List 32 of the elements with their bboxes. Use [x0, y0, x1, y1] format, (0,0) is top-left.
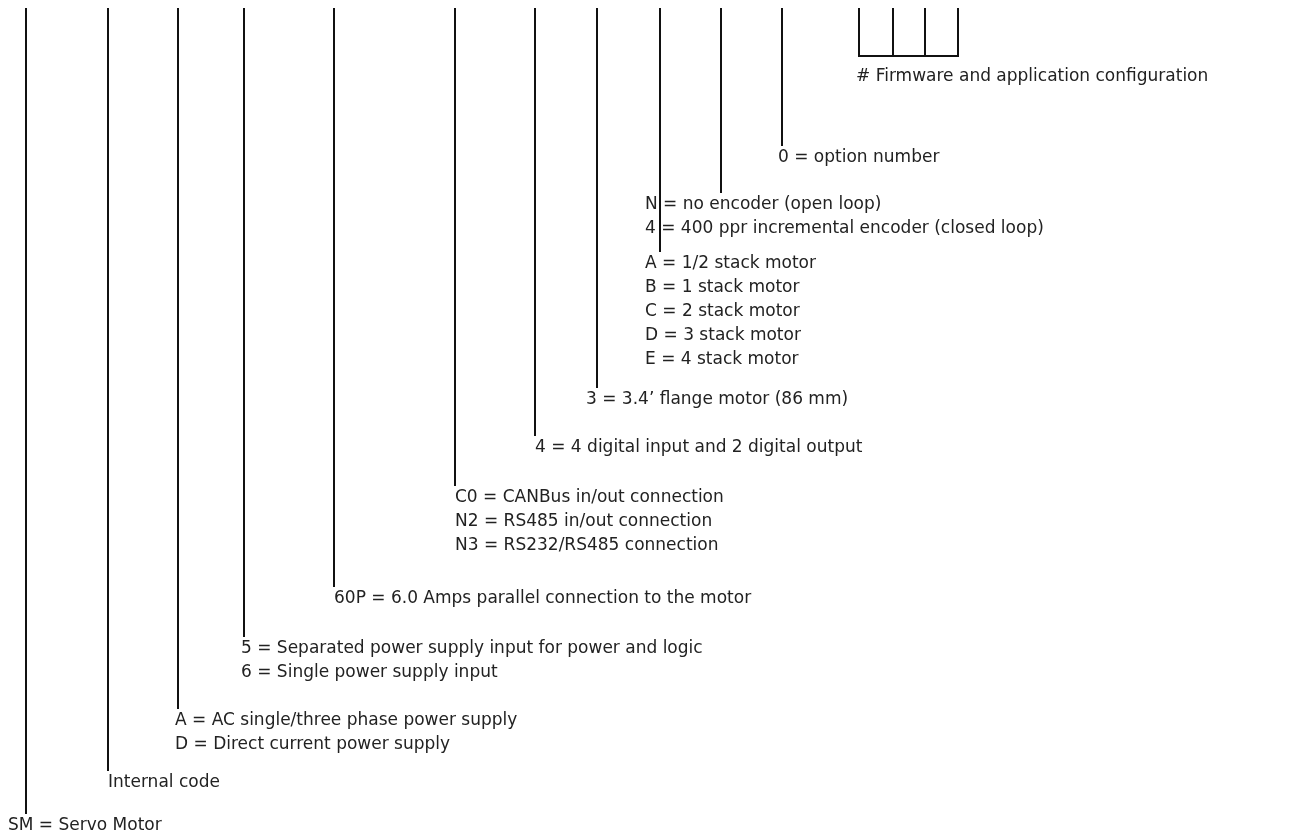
option-text: N2 = RS485 in/out connection	[455, 509, 714, 532]
option-text: D = Direct current power supply	[175, 732, 452, 755]
option-text: A = AC single/three phase power supply	[175, 708, 518, 731]
code-description: 3 = 3.4’ flange motor (86 mm)	[586, 386, 849, 410]
option-text: 5 = Separated power supply input for power and logic	[241, 636, 703, 659]
leader-line	[243, 7, 245, 638]
leader-line	[659, 7, 661, 253]
option-text: D = 3 stack motor	[645, 323, 802, 346]
code-description: Internal code	[108, 769, 220, 793]
option-text: B = 1 stack motor	[645, 275, 801, 298]
leader-line	[25, 7, 27, 815]
option-text: N3 = RS232/RS485 connection	[455, 533, 720, 556]
code-description: 60P = 6.0 Amps parallel connection to the motor	[334, 585, 752, 609]
code-description: 4 = 4 digital input and 2 digital output	[535, 434, 863, 458]
option-text: A = 1/2 stack motor	[645, 251, 816, 274]
code-description: SM = Servo Motor	[8, 812, 162, 834]
option-text: C0 = CANBus in/out connection	[455, 485, 724, 508]
leader-line	[107, 7, 109, 772]
code-description: 0 = option number	[778, 144, 940, 168]
leader-line	[720, 7, 722, 194]
leader-line	[781, 7, 783, 147]
leader-line	[596, 7, 598, 389]
leader-line	[333, 7, 335, 588]
option-text: E = 4 stack motor	[645, 347, 800, 370]
option-text: 6 = Single power supply input	[241, 660, 499, 683]
option-text: N = no encoder (open loop)	[645, 192, 883, 215]
option-text: C = 2 stack motor	[645, 299, 801, 322]
leader-line	[177, 7, 179, 710]
option-text: 4 = 400 ppr incremental encoder (closed loop)	[645, 216, 1044, 239]
leader-line	[454, 7, 456, 487]
note-text: # Firmware and application configuration	[856, 64, 1209, 87]
leader-line	[534, 7, 536, 437]
